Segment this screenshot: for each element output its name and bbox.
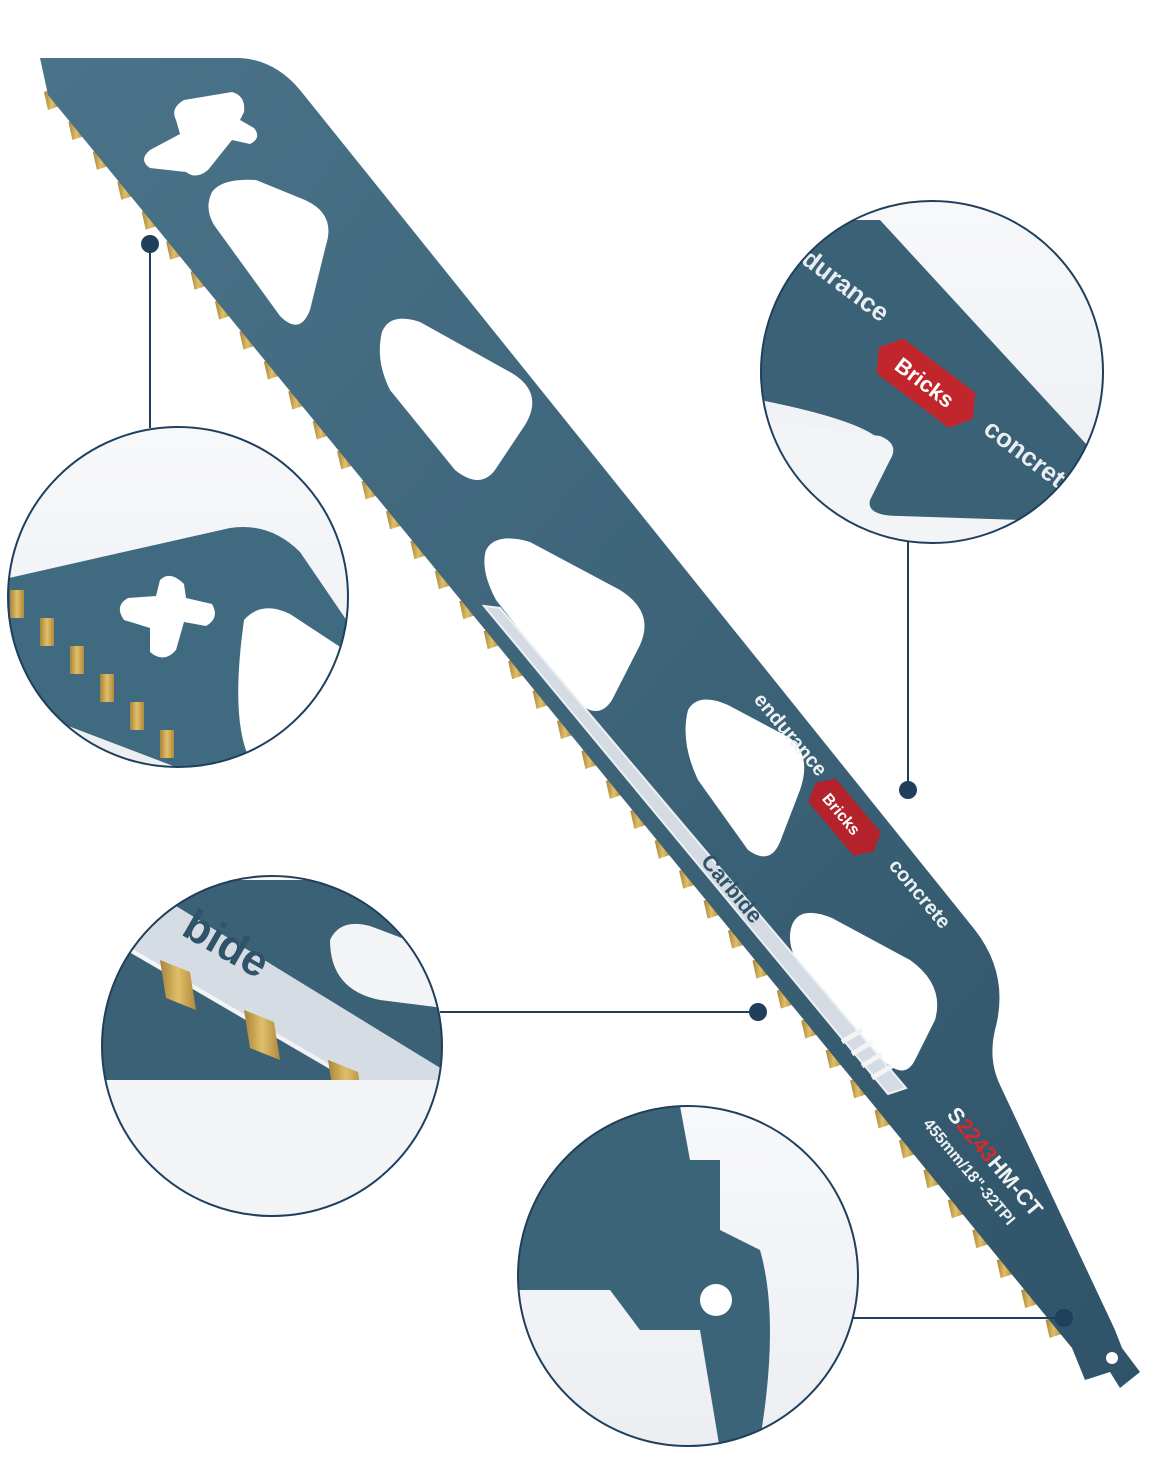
zoom-shank-hole	[700, 1284, 732, 1316]
zoom-tip-teeth	[10, 590, 174, 758]
zoom-circle-teeth: bide	[101, 875, 443, 1217]
callout-lines	[149, 244, 1064, 1319]
cutout-4	[685, 699, 805, 857]
zoom-circle-tip	[7, 426, 349, 768]
zoom-circle-label: durance Bricks concret	[760, 200, 1104, 544]
cutout-3	[484, 538, 645, 711]
zoom-tip-hole	[119, 575, 215, 658]
blade-cutouts	[144, 92, 938, 1071]
shank-hole	[1106, 1352, 1118, 1364]
hanging-hole	[144, 92, 258, 176]
cutout-5	[789, 912, 938, 1071]
cutout-1	[208, 179, 329, 325]
zoom-teeth-cutout	[330, 923, 442, 1010]
callout-dot-shank	[1055, 1309, 1073, 1327]
callout-dots	[141, 235, 1073, 1327]
callout-dot-label	[899, 781, 917, 799]
cutout-2	[379, 318, 533, 480]
stripe-chevrons	[840, 1027, 894, 1081]
carbide-stripe	[481, 604, 908, 1096]
saw-blade: endurance Bricks concrete Carbide S2243H…	[40, 58, 1140, 1388]
callout-dot-teeth	[749, 1003, 767, 1021]
zoom-shank-body	[518, 1106, 770, 1446]
zoom-teeth-stripe	[102, 890, 442, 1140]
callout-dot-tip	[141, 235, 159, 253]
zoom-circle-shank	[517, 1105, 859, 1447]
